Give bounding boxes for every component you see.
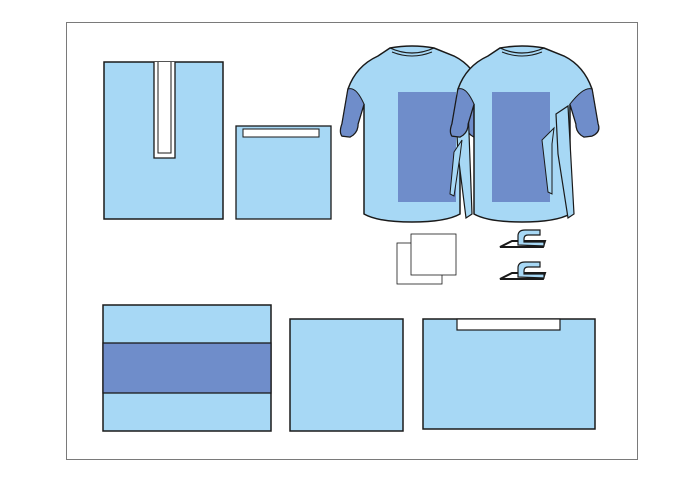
u-split-drape-icon [103, 61, 224, 220]
reinforced-gown-icon [449, 45, 600, 223]
tape-clip-icon [499, 229, 547, 248]
tape-clip-icon [499, 261, 547, 280]
adhesive-drape-large-icon [422, 318, 596, 430]
illustration-frame [66, 22, 638, 460]
adhesive-drape-small-icon [235, 125, 332, 220]
hand-towel-icon [396, 233, 457, 285]
reinforced-table-cover-icon [102, 304, 272, 432]
square-drape-icon [289, 318, 404, 432]
